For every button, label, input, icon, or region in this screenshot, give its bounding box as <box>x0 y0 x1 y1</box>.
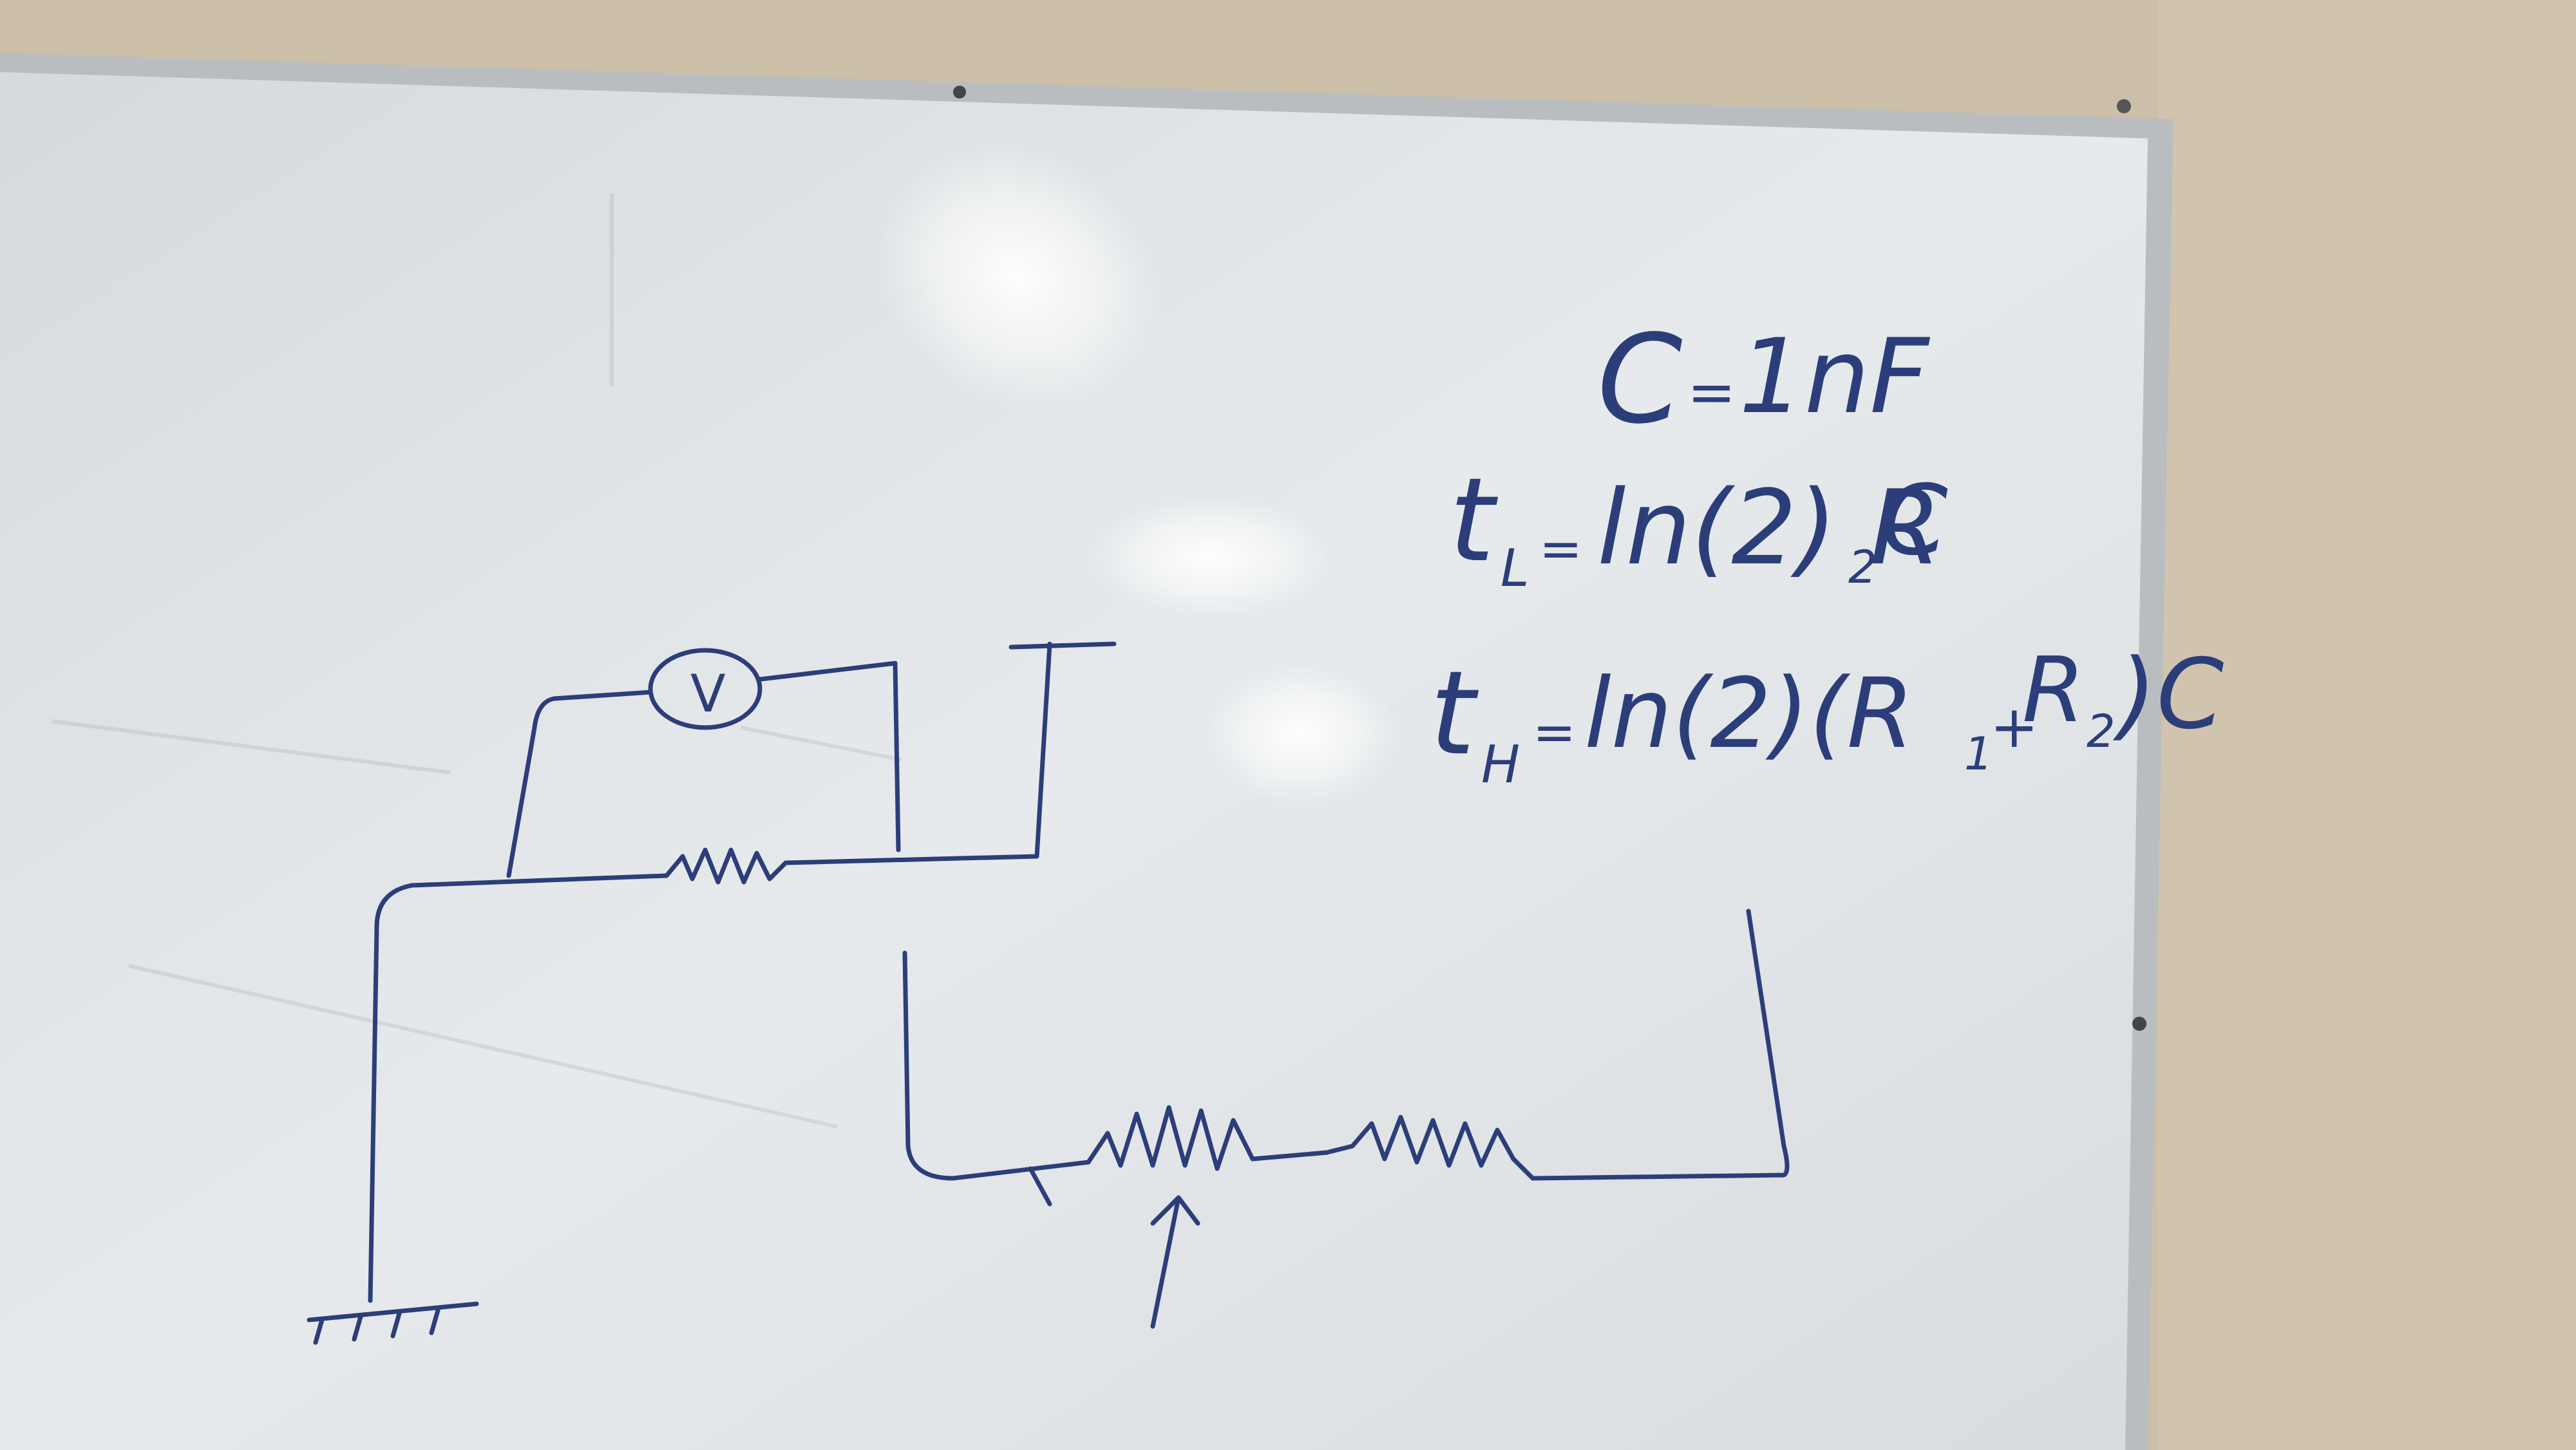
resistor-symbol <box>1324 1115 1535 1181</box>
eq-tl-equals: = <box>1539 519 1582 579</box>
wall-shadow <box>2157 0 2576 1450</box>
frame-screw <box>2117 99 2131 113</box>
wire <box>410 873 669 888</box>
circuit-voltmeter <box>307 641 1117 1345</box>
eq-th-r2: R <box>2022 638 2085 743</box>
eq-tl-rhs: ln(2) R <box>1597 467 1942 588</box>
wire <box>783 641 1052 865</box>
wire <box>757 661 901 852</box>
voltmeter-symbol <box>648 648 762 730</box>
eq-th-r2-sub: 2 <box>2087 705 2116 758</box>
ground-symbol <box>307 1301 479 1345</box>
circuit-potentiometer <box>902 909 1790 1329</box>
eraser-smudges <box>51 193 902 1129</box>
wire <box>368 883 415 1303</box>
frame-screw <box>2132 1017 2146 1031</box>
wire <box>506 690 653 878</box>
eq-cap-equals: = <box>1687 359 1736 426</box>
equation-t-low: t L = ln(2) R 2 C <box>1449 453 1948 598</box>
light-glare <box>871 139 1164 415</box>
terminal <box>1009 641 1117 650</box>
eq-th-rhs: ln(2)(R <box>1584 658 1914 770</box>
eq-th-tail: )C <box>2112 639 2224 751</box>
wire <box>902 950 1091 1181</box>
eq-th-sub: H <box>1481 735 1520 795</box>
eq-cap-lhs: C <box>1597 308 1683 451</box>
eq-tl-r-sub: 2 <box>1848 541 1877 594</box>
wire <box>1530 909 1790 1181</box>
light-glare <box>1204 663 1397 805</box>
eq-tl-sub: L <box>1501 538 1530 598</box>
equation-t-high: t H = ln(2)(R 1 + R 2 )C <box>1430 638 2224 795</box>
eq-th-equals: = <box>1533 702 1576 762</box>
wiper-arrow <box>1150 1195 1200 1329</box>
eq-th-t: t <box>1430 646 1479 781</box>
voltmeter-label: V <box>690 664 726 724</box>
eq-cap-value: 1nF <box>1739 316 1930 437</box>
eq-th-r1-sub: 1 <box>1964 728 1993 780</box>
light-glare <box>1088 496 1333 618</box>
eq-th-plus: + <box>1990 693 2038 761</box>
equation-capacitance: C = 1nF <box>1597 308 1930 451</box>
wire <box>1028 1166 1052 1207</box>
eq-tl-tail: C <box>1880 465 1948 577</box>
eq-tl-t: t <box>1449 453 1499 588</box>
potentiometer-symbol <box>1086 1105 1329 1171</box>
frame-screw <box>953 86 966 99</box>
whiteboard-surface <box>0 72 2148 1450</box>
resistor-symbol <box>664 847 788 885</box>
